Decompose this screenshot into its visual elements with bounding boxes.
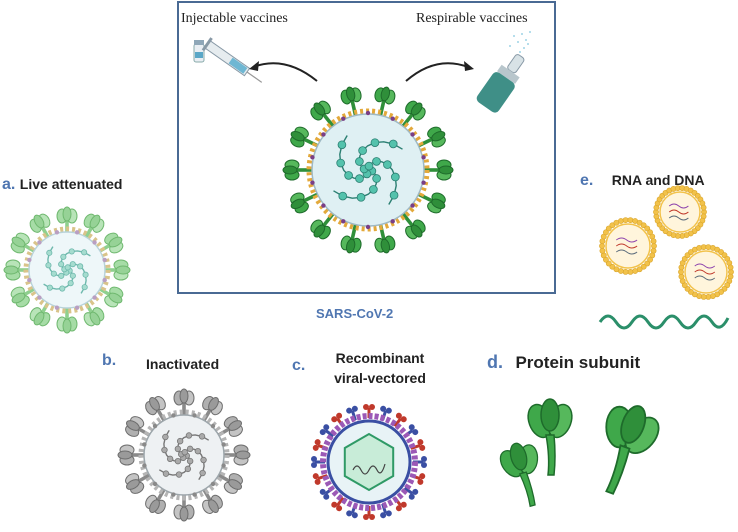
panel-d-title: Protein subunit [515,353,641,372]
panel-c-title: Recombinant viral-vectored [320,348,440,388]
viral-vector [311,404,427,520]
syringe-icon [193,37,263,83]
sars-cov-2-label: SARS-CoV-2 [316,306,394,321]
panel-c-title-line1: Recombinant [335,350,425,366]
respirable-vaccines-label: Respirable vaccines [416,11,528,26]
panel-e-title: RNA and DNA [611,172,705,188]
panel-e-heading: e. RNA and DNA [580,172,705,190]
inactivated-virus [117,388,251,522]
panel-c-letter: c. [292,357,306,374]
panel-a-title: Live attenuated [19,176,123,192]
panel-a-letter: a. [2,176,16,193]
live-attenuated-virus [3,206,131,334]
arrow-to-respirable [405,61,474,82]
panel-b-letter: b. [102,352,117,369]
lipid-nanoparticles [598,185,734,330]
arrow-to-injectable [249,61,318,82]
sars-cov-2-virus [282,86,454,254]
nasal-spray-icon [476,31,531,113]
injectable-vaccines-label: Injectable vaccines [181,11,288,26]
panel-b-title: Inactivated [146,356,220,372]
protein-subunits [492,394,671,513]
panel-d-heading: d. Protein subunit [487,352,640,373]
panel-b-heading: b. [102,352,116,370]
panel-a-heading: a. Live attenuated [2,176,123,194]
panel-c-title-line2: viral-vectored [334,370,426,386]
panel-e-letter: e. [580,172,594,189]
panel-d-letter: d. [487,352,503,372]
